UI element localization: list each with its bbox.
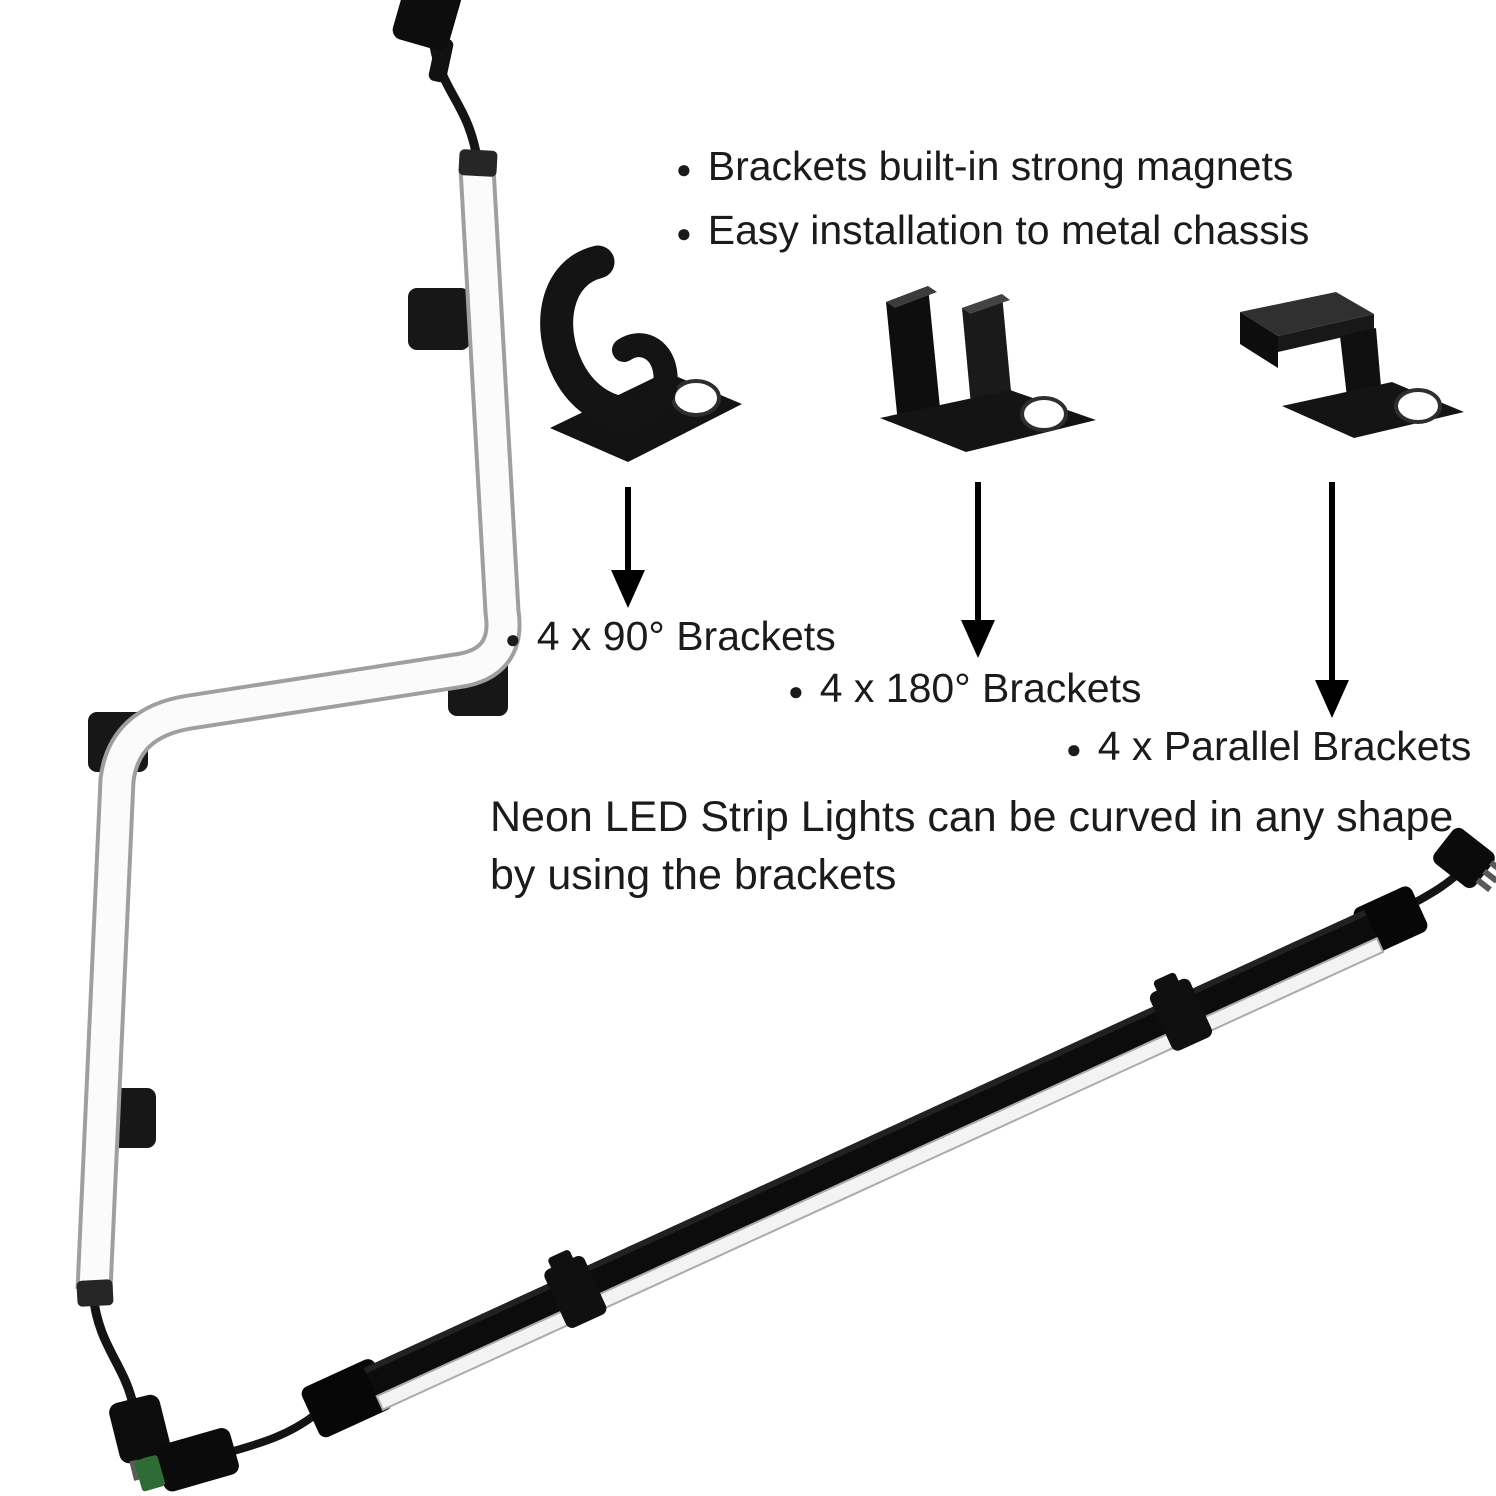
- bracket-label-text: 4 x 90° Brackets: [536, 613, 836, 659]
- feature-text: Brackets built-in strong magnets: [707, 143, 1294, 189]
- feature-bullet-1: ● Brackets built-in strong magnets: [676, 142, 1293, 191]
- bullet-icon: ●: [1066, 733, 1082, 764]
- screw-hole: [1020, 396, 1068, 432]
- arrowhead: [611, 570, 645, 608]
- strip-bar: [301, 886, 1428, 1438]
- right-wall: [962, 294, 1012, 416]
- plug-pin: [1482, 868, 1496, 884]
- bracket-90-photo: [540, 245, 742, 462]
- cable-left: [228, 1410, 319, 1456]
- bracket-parallel-photo: [1240, 292, 1464, 438]
- plug-pin: [1475, 877, 1492, 893]
- bracket-label-text: 4 x Parallel Brackets: [1097, 723, 1472, 769]
- arrow-down-90: [611, 487, 645, 608]
- curved-arm-hook: [612, 333, 678, 425]
- arrowhead: [1315, 680, 1349, 718]
- connector-plug-right: [1433, 827, 1496, 893]
- strip-tube-face: [79, 167, 518, 1291]
- strip-body: [363, 910, 1378, 1398]
- strip-body-highlight: [363, 910, 1367, 1374]
- tongue-front: [1240, 312, 1278, 368]
- arrow-down-180: [961, 482, 995, 658]
- feature-text: Easy installation to metal chassis: [707, 207, 1310, 253]
- left-wall: [886, 286, 940, 424]
- screw-hole: [1394, 388, 1442, 424]
- right-wall-top: [962, 294, 1010, 314]
- bullet-icon: ●: [788, 675, 804, 706]
- magnet-clip: [408, 288, 470, 350]
- caption-line-2: by using the brackets: [490, 851, 897, 899]
- plug-body: [392, 0, 462, 51]
- bullet-icon: ●: [505, 623, 521, 654]
- connector-plug-top: [392, 0, 482, 159]
- bracket-label-parallel: ● 4 x Parallel Brackets: [1066, 722, 1471, 771]
- arrow-down-parallel: [1315, 482, 1349, 718]
- bullet-icon: ●: [676, 217, 692, 248]
- bracket-label-180: ● 4 x 180° Brackets: [788, 664, 1142, 713]
- bracket-180-photo: [880, 286, 1096, 452]
- cable-bottom: [88, 1293, 137, 1402]
- led-strip-straight: [134, 827, 1496, 1492]
- bullet-icon: ●: [676, 153, 692, 184]
- strip-clip: [1149, 972, 1212, 1051]
- arrowhead: [961, 620, 995, 658]
- led-strip-bent: [75, 0, 522, 1481]
- connector-green-tip: [134, 1455, 166, 1492]
- strip-clip: [544, 1250, 607, 1328]
- tongue-top: [1240, 292, 1374, 336]
- connector-plug-left: [134, 1428, 239, 1492]
- bracket-label-text: 4 x 180° Brackets: [819, 665, 1142, 711]
- plug-pin: [1489, 860, 1496, 875]
- feature-bullet-2: ● Easy installation to metal chassis: [676, 206, 1309, 255]
- bracket-label-90: ● 4 x 90° Brackets: [505, 612, 836, 661]
- strip-diffuser-edge: [375, 936, 1385, 1412]
- left-wall-top: [886, 286, 937, 308]
- strip-end-cap-bottom: [76, 1279, 114, 1307]
- tongue-side: [1278, 314, 1374, 352]
- strip-end-cap-top: [458, 149, 498, 177]
- caption-line-1: Neon LED Strip Lights can be curved in a…: [490, 793, 1454, 841]
- curved-arm: [540, 245, 644, 430]
